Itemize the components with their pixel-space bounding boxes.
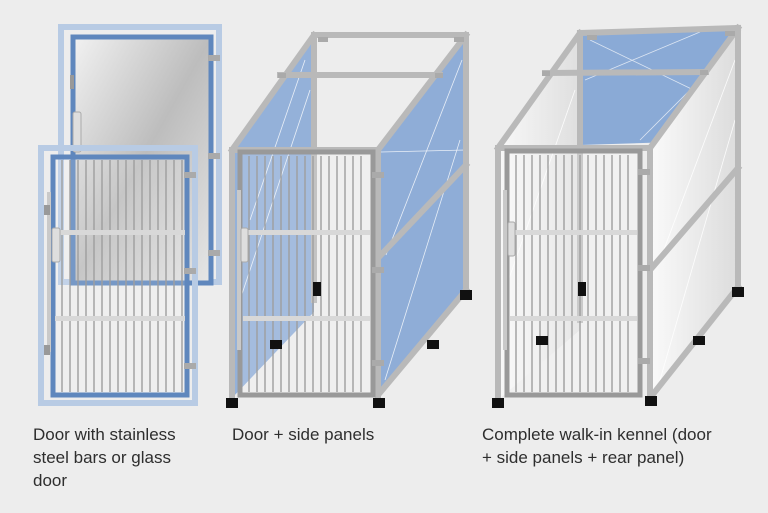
caption-door-side-panels: Door + side panels [232,425,375,444]
door-illustration [38,24,222,406]
caption-complete-kennel: Complete walk-in kennel (door + side pan… [482,425,712,467]
caption-door: Door with stainless steel bars or glass … [33,425,176,490]
complete-kennel-icon [492,23,744,408]
door-icon [38,145,198,406]
kennel-with-side-panels-icon [226,30,472,408]
